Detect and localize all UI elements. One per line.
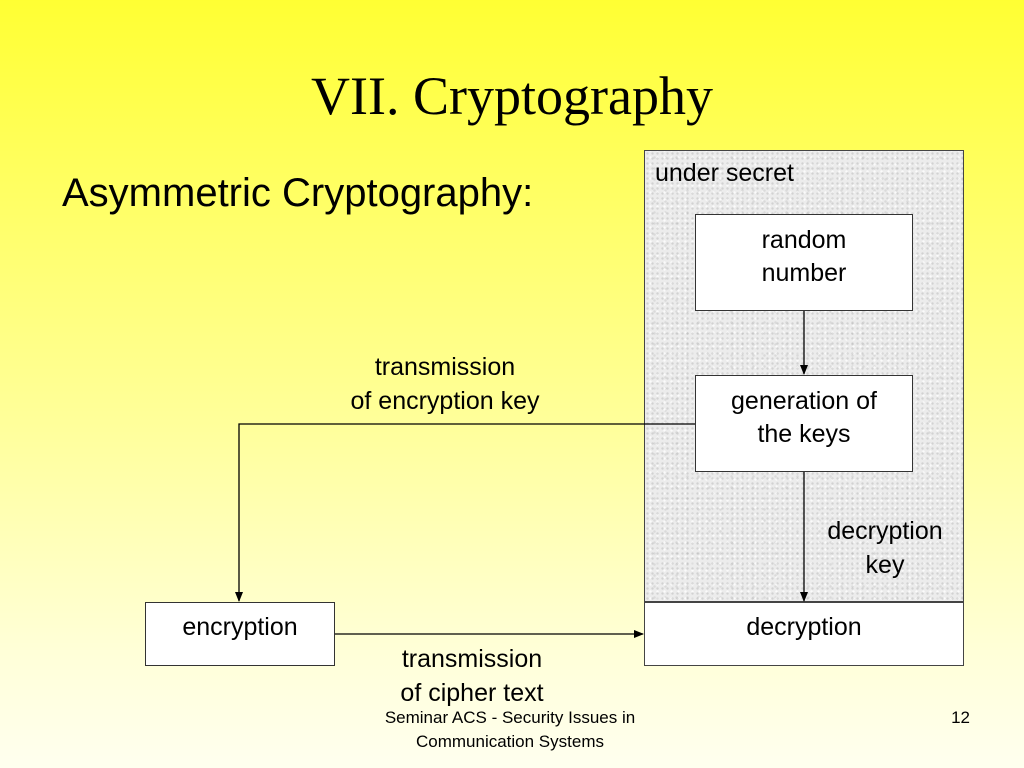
random-number-label-line2: number (761, 259, 847, 287)
decryption-key-edge-label: decryption key (800, 514, 970, 582)
footer-text: Seminar ACS - Security Issues in Communi… (340, 706, 680, 754)
slide-subtitle: Asymmetric Cryptography: (62, 171, 534, 215)
decryption-key-label-line2: key (865, 551, 905, 579)
cipher-text-label-line1: transmission (401, 645, 543, 673)
encryption-key-label-line1: transmission (374, 353, 516, 381)
generation-of-keys-label-line2: the keys (757, 420, 851, 448)
secret-region-label: under secret (655, 159, 794, 187)
slide-title: VII. Cryptography (311, 66, 713, 126)
footer-line2: Communication Systems (415, 732, 604, 751)
arrow-genkeys-to-encryption (235, 423, 695, 602)
decryption-label: decryption (746, 613, 862, 641)
encryption-key-edge-label: transmission of encryption key (320, 350, 570, 418)
cipher-text-edge-label: transmission of cipher text (350, 642, 594, 710)
decryption-key-label-line1: decryption (827, 517, 943, 545)
generation-of-keys-label-line1: generation of (731, 387, 877, 415)
generation-of-keys-box: generation of the keys (695, 375, 913, 472)
footer-line1: Seminar ACS - Security Issues in (384, 708, 636, 727)
decryption-box: decryption (644, 602, 964, 666)
cipher-text-label-line2: of cipher text (400, 679, 544, 707)
random-number-label-line1: random (761, 226, 847, 254)
random-number-box: random number (695, 214, 913, 311)
encryption-box: encryption (145, 602, 335, 666)
encryption-label: encryption (182, 613, 298, 641)
encryption-key-label-line2: of encryption key (350, 387, 540, 415)
page-number: 12 (951, 708, 970, 727)
